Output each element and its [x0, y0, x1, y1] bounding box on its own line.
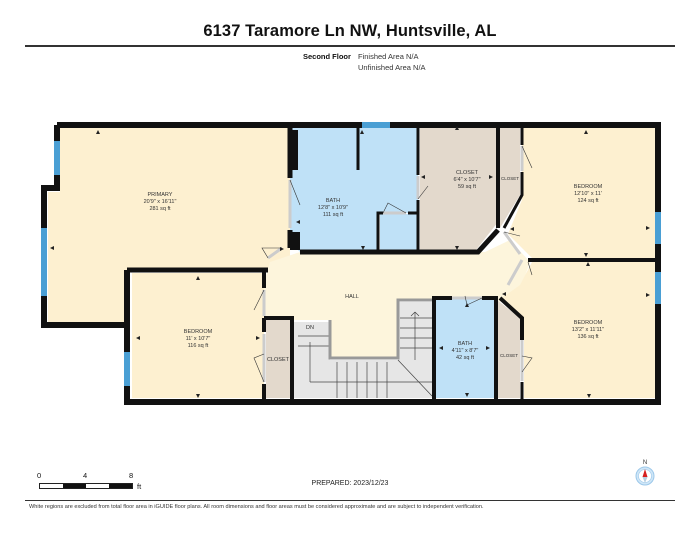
area-closet-main: 59 sq ft: [458, 184, 477, 190]
scale-segment: [109, 484, 132, 488]
room-primary[interactable]: [48, 128, 290, 322]
area-bedroom-ne: 124 sq ft: [577, 198, 599, 204]
window-bedroom-ne: [655, 212, 661, 244]
scale-segment: [63, 484, 86, 488]
room-bath-main[interactable]: [290, 128, 418, 252]
window-bedroom-sw: [124, 352, 130, 386]
label-closet-main: CLOSET: [456, 170, 479, 176]
label-bedroom-ne: BEDROOM: [574, 184, 603, 190]
dims-bedroom-sw: 11' x 10'7": [186, 336, 211, 342]
label-bath-small: BATH: [458, 341, 472, 347]
prepared-date: PREPARED: 2023/12/23: [311, 480, 389, 487]
label-bedroom-se: BEDROOM: [574, 320, 603, 326]
dims-bath-small: 4'11" x 8'7": [452, 348, 479, 354]
room-bedroom-sw[interactable]: [132, 273, 264, 398]
title-divider: [25, 45, 675, 47]
window-bedroom-se: [655, 272, 661, 304]
dims-bedroom-ne: 12'10" x 11': [574, 191, 602, 197]
stair-rail: [328, 298, 432, 360]
room-bedroom-se[interactable]: [502, 262, 655, 398]
area-bath-small: 42 sq ft: [456, 355, 475, 361]
dims-primary: 20'9" x 16'11": [144, 199, 177, 205]
window-primary-upper: [54, 141, 60, 175]
label-closet-se: CLOSET: [500, 353, 518, 358]
scale-ruler: [39, 483, 133, 489]
scale-label-8: 8: [129, 471, 134, 480]
room-stairs[interactable]: [292, 302, 432, 398]
room-closet-main[interactable]: [420, 128, 498, 250]
unfinished-area: Unfinished Area N/A: [358, 63, 426, 72]
room-closet-ne[interactable]: [500, 128, 520, 228]
window-primary-lower: [41, 228, 47, 296]
scale-label-0: 0: [37, 471, 42, 480]
room-hall[interactable]: [262, 240, 530, 358]
room-bath-small[interactable]: [436, 298, 494, 398]
room-labels: PRIMARY 20'9" x 16'11" 281 sq ft BATH 12…: [144, 170, 605, 363]
scale-unit: ft: [137, 482, 142, 491]
label-closet-sw: CLOSET: [267, 357, 290, 363]
compass-north-label: N: [643, 460, 647, 466]
room-bedroom-ne[interactable]: [508, 128, 655, 258]
label-bedroom-sw: BEDROOM: [184, 329, 213, 335]
room-closet-se[interactable]: [497, 300, 520, 398]
finished-area: Finished Area N/A: [358, 52, 419, 61]
compass-icon: N: [634, 458, 656, 488]
scale-label-4: 4: [83, 471, 88, 480]
label-bath-main: BATH: [326, 198, 340, 204]
dims-bath-main: 12'8" x 10'9": [318, 205, 348, 211]
bath-main-enclosure: [380, 214, 418, 250]
area-bath-main: 111 sq ft: [323, 212, 344, 218]
stair-treads: [298, 312, 433, 398]
dims-closet-main: 6'4" x 10'7": [453, 177, 480, 183]
windows: [41, 122, 661, 386]
floor-name: Second Floor: [303, 52, 351, 61]
stair-arrow-icon: [410, 311, 420, 317]
dims-bedroom-se: 13'2" x 11'11": [572, 327, 604, 333]
room-closet-sw[interactable]: [266, 318, 290, 398]
page-title: 6137 Taramore Ln NW, Huntsville, AL: [203, 22, 497, 40]
label-primary: PRIMARY: [148, 192, 173, 198]
doors: [253, 145, 533, 383]
label-closet-ne: CLOSET: [501, 176, 519, 181]
area-bedroom-se: 136 sq ft: [577, 334, 599, 340]
footer-divider: [25, 500, 675, 501]
area-primary: 281 sq ft: [149, 206, 171, 212]
window-bath-top: [362, 122, 390, 128]
area-bedroom-sw: 116 sq ft: [188, 343, 209, 349]
dimension-arrows: [50, 126, 650, 398]
disclaimer: White regions are excluded from total fl…: [29, 504, 484, 510]
room-fills: [48, 128, 655, 398]
label-hall: HALL: [345, 294, 359, 300]
label-stairs-down: DN: [306, 325, 314, 331]
